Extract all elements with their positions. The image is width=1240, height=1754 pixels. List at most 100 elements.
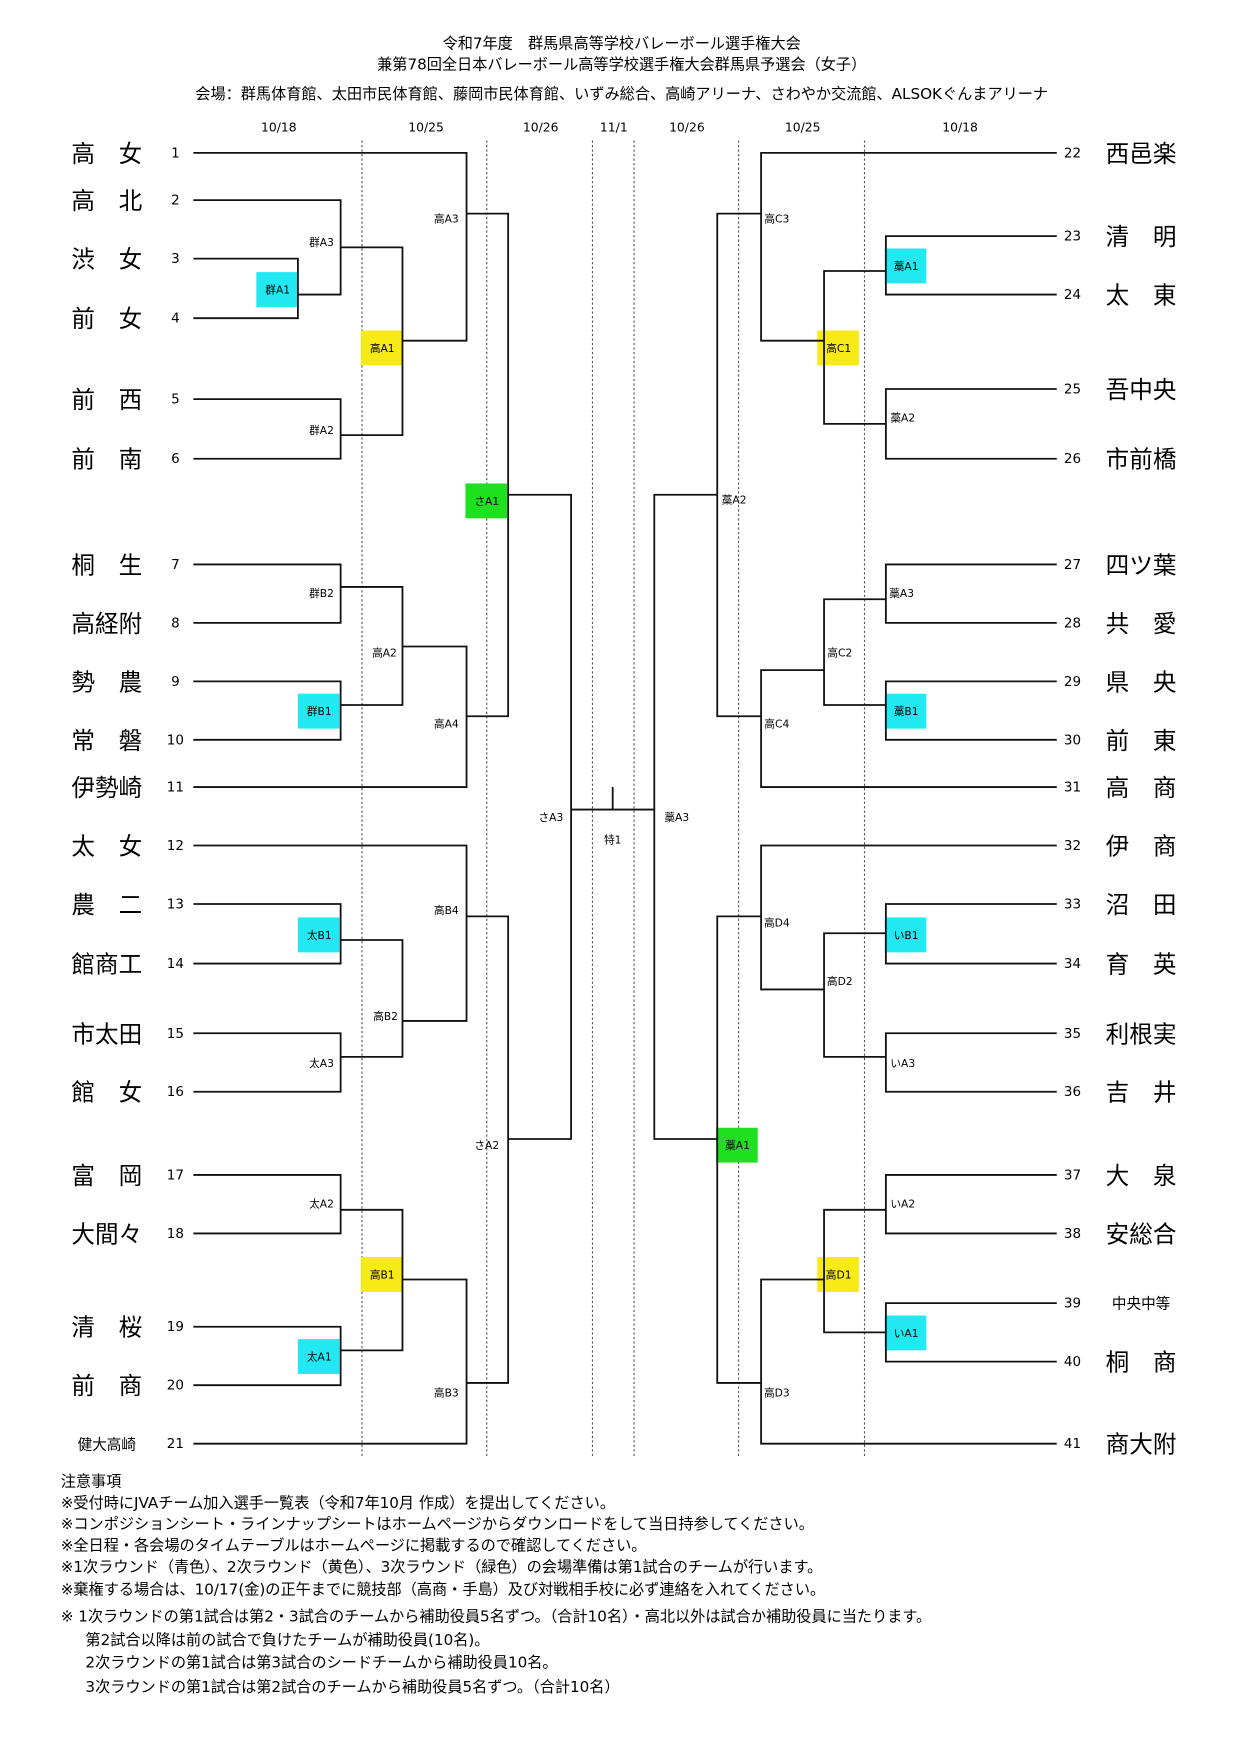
bracket-line	[193, 680, 342, 741]
match-label: 高C3	[764, 213, 789, 226]
team-name: 前 商	[71, 1372, 142, 1400]
bracket-line	[340, 246, 404, 437]
team-name: 四ツ葉	[1106, 551, 1177, 579]
match-label: 藁A1	[725, 1139, 750, 1152]
team-number: 13	[167, 896, 184, 912]
round-dividers	[361, 140, 866, 1458]
match-label: いB1	[894, 929, 919, 942]
team-name: 高経附	[71, 610, 142, 638]
team-name: 館商工	[71, 951, 142, 979]
bracket-line	[193, 645, 468, 788]
match-label: 群A1	[265, 283, 290, 296]
team-number: 16	[167, 1084, 184, 1100]
round-date: 10/25	[785, 121, 821, 135]
team-number: 33	[1064, 896, 1081, 912]
match-label: 高D2	[827, 975, 853, 988]
team-number: 26	[1064, 451, 1081, 467]
match-label: 群A3	[309, 236, 334, 249]
bracket-line	[193, 398, 342, 460]
team-name: 富 岡	[71, 1162, 142, 1190]
team-number: 3	[171, 251, 180, 267]
match-label: 高D4	[764, 916, 790, 929]
bracket-line	[653, 493, 718, 1140]
match-label: 太A3	[309, 1057, 334, 1070]
note-item: ※1次ラウンド（青色）、2次ラウンド（黄色）、3次ラウンド（緑色）の会場準備は第…	[61, 1558, 823, 1576]
team-name: 市前橋	[1106, 446, 1177, 474]
match-label: さA2	[474, 1139, 499, 1152]
bracket-line	[884, 1174, 1057, 1235]
team-name: 利根実	[1106, 1020, 1177, 1048]
match-label: いA1	[894, 1327, 919, 1340]
team-name: 館 女	[71, 1079, 142, 1107]
match-label: 太A2	[309, 1198, 334, 1211]
match-label: 高A1	[370, 342, 395, 355]
note-item: 2次ラウンドの第1試合は第3試合のシードチームから補助役員10名。	[85, 1653, 557, 1671]
bracket-line	[340, 939, 404, 1058]
bracket-line	[716, 212, 762, 718]
round-box	[465, 483, 508, 519]
round-box	[360, 1257, 403, 1292]
team-number: 2	[171, 193, 180, 209]
round-date: 10/18	[261, 121, 297, 135]
team-number: 7	[171, 557, 180, 573]
round-date: 10/26	[669, 121, 705, 135]
bracket-line	[193, 1032, 342, 1093]
match-label: いA3	[890, 1057, 915, 1070]
match-label: 高B3	[434, 1386, 459, 1399]
team-number: 5	[171, 392, 180, 408]
match-label: 藁B1	[894, 705, 919, 718]
match-label: 群B2	[309, 587, 334, 600]
note-item: 3次ラウンドの第1試合は第2試合のチームから補助役員5名ずつ。（合計10名）	[85, 1678, 619, 1696]
team-name: 中央中等	[1112, 1295, 1170, 1313]
bracket-line	[716, 915, 762, 1384]
team-name: 常 磐	[71, 727, 142, 755]
match-label: さA1	[474, 495, 499, 508]
bracket-line	[193, 1278, 468, 1445]
team-name: 前 女	[71, 305, 142, 333]
team-number: 10	[167, 732, 184, 748]
round-box	[884, 693, 927, 729]
team-number: 39	[1064, 1296, 1081, 1312]
round-box	[297, 917, 340, 953]
match-labels: 群A1群A3群A2高A1高A3さA1群B2群B1高A2高A4さA3特1藁A3太B…	[265, 213, 918, 1400]
title-line-1: 令和7年度 群馬県高等学校バレーボール選手権大会	[443, 34, 801, 52]
match-label: 高A2	[372, 647, 397, 660]
note-item: ※ 1次ラウンドの第1試合は第2・3試合のチームから補助役員5名ずつ。（合計10…	[61, 1607, 932, 1625]
bracket-line	[508, 493, 572, 1140]
team-number: 30	[1064, 732, 1081, 748]
team-number: 32	[1064, 838, 1081, 854]
match-label: 高D1	[826, 1268, 852, 1281]
bracket-line	[760, 669, 1057, 788]
team-name: 桐 商	[1106, 1349, 1177, 1377]
round-date: 10/18	[942, 121, 978, 135]
bracket-lines	[193, 152, 1057, 1445]
round-box	[297, 693, 340, 729]
round-box	[884, 248, 927, 284]
team-number: 22	[1064, 145, 1081, 161]
match-label: 藁A2	[722, 494, 747, 507]
match-label: 高B1	[370, 1268, 395, 1281]
team-number: 9	[171, 674, 180, 690]
team-name: 健大高崎	[78, 1436, 137, 1453]
bracket-line	[884, 563, 1057, 624]
team-name: 県 央	[1106, 668, 1177, 696]
team-number: 1	[171, 145, 180, 161]
team-number: 18	[167, 1226, 184, 1242]
team-number: 23	[1064, 229, 1081, 245]
team-name: 共 愛	[1106, 610, 1177, 638]
team-name: 育 英	[1106, 951, 1177, 979]
team-number: 17	[167, 1167, 184, 1183]
note-item: ※全日程・各会場のタイムテーブルはホームページに掲載するので確認してください。	[61, 1536, 647, 1554]
team-number: 29	[1064, 674, 1081, 690]
team-number: 8	[171, 615, 180, 631]
round-box	[297, 1339, 340, 1374]
team-number: 6	[171, 451, 180, 467]
team-name: 前 西	[71, 386, 142, 414]
team-number: 20	[167, 1378, 184, 1394]
round-box	[716, 1127, 758, 1163]
match-label: 高C2	[827, 647, 852, 660]
team-name: 高 女	[71, 140, 142, 168]
match-label: 高D3	[764, 1386, 790, 1399]
